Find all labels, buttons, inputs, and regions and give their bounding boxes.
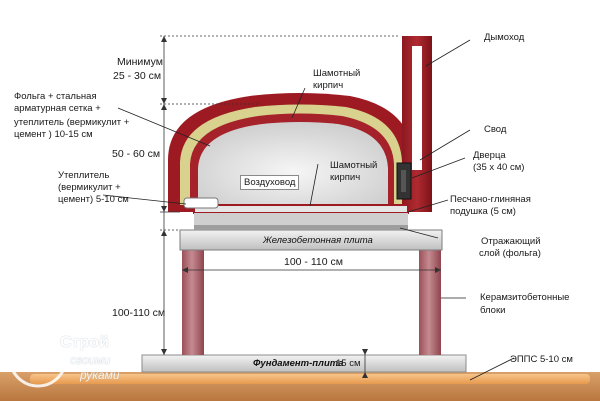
door-label-1: Дверца	[473, 150, 506, 161]
door-handle	[401, 170, 406, 192]
foil-label-line4: цемент ) 10-15 см	[14, 129, 93, 140]
foil-label-line3: утеплитель (вермикулит +	[14, 117, 130, 128]
concrete-slab-label: Железобетонная плита	[263, 235, 373, 246]
epps-label: ЭППС 5-10 см	[510, 354, 573, 365]
insulation-label-1: Утеплитель	[58, 170, 110, 181]
minimum-range-label: 25 - 30 см	[113, 70, 162, 82]
support-block-right	[419, 250, 441, 355]
chamotte-mid-label-2: кирпич	[330, 172, 361, 183]
chimney-label: Дымоход	[484, 32, 525, 43]
height-50-60-label: 50 - 60 см	[112, 148, 161, 160]
sand-clay-cushion	[194, 213, 408, 225]
callout-lines	[102, 39, 515, 381]
blocks-label-2: блоки	[480, 305, 506, 316]
insulation-label-3: цемент) 5-10 см	[58, 194, 129, 205]
chamotte-top-label-2: кирпич	[313, 80, 344, 91]
vault-label: Свод	[484, 124, 507, 135]
sand-clay-label-2: подушка (5 см)	[450, 206, 516, 217]
minimum-label: Минимум	[117, 56, 163, 68]
watermark-line2: своими	[70, 353, 111, 367]
watermark-logo	[8, 328, 68, 388]
blocks-label-1: Керамзитобетонные	[480, 292, 570, 303]
reflective-layer	[194, 225, 408, 230]
air-duct-label: Воздуховод	[240, 175, 300, 190]
foundation-slab	[141, 354, 467, 373]
dimension-lines	[160, 35, 441, 355]
epps-layer	[30, 374, 590, 384]
chimney-flue	[412, 46, 422, 170]
chamotte-top-label-1: Шамотный	[313, 68, 361, 79]
width-label: 100 - 110 см	[284, 256, 343, 268]
chamotte-mid-label-1: Шамотный	[330, 160, 378, 171]
foil-label-line1: Фольга + стальная	[14, 91, 97, 102]
watermark-line3: руками	[80, 368, 120, 382]
sand-clay-label-1: Песчано-глиняная	[450, 194, 531, 205]
reflective-layer-label-2: слой (фольга)	[479, 248, 541, 259]
foundation-thickness-label: 15 см	[336, 358, 361, 369]
air-duct	[183, 197, 219, 209]
height-100-110-label: 100-110 см	[112, 307, 166, 319]
foundation-label: Фундамент-плита	[253, 358, 344, 369]
support-block-left	[182, 250, 204, 355]
hearth-firebrick	[193, 204, 409, 214]
foil-label-line2: арматурная сетка +	[14, 103, 101, 114]
insulation-label-2: (вермикулит +	[58, 182, 121, 193]
watermark-line1: Строй	[60, 334, 109, 351]
door-label-2: (35 х 40 см)	[473, 162, 525, 173]
reflective-layer-label-1: Отражающий	[481, 236, 541, 247]
